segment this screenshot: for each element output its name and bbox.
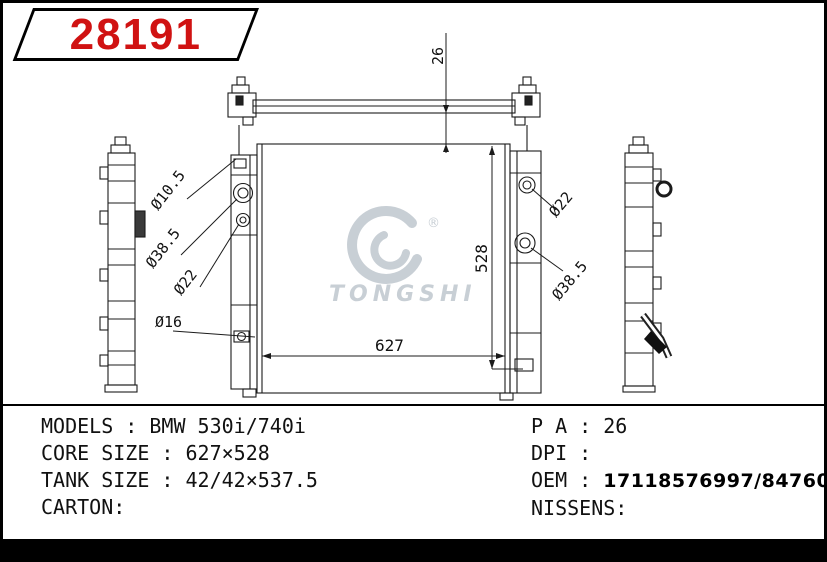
spec-oem-label: OEM : <box>531 468 604 492</box>
part-number-banner: 28191 <box>12 8 259 61</box>
dimension-lines <box>262 33 523 370</box>
spec-core-size-label: CORE SIZE : <box>41 441 186 465</box>
spec-core-size-value: 627×528 <box>185 441 270 465</box>
callout-d38-5-right-label: Ø38.5 <box>548 257 591 303</box>
spec-column-left: MODELS : BMW 530i/740i CORE SIZE : 627×5… <box>41 413 318 521</box>
spec-models-value: BMW 530i/740i <box>149 414 306 438</box>
spec-core-size: CORE SIZE : 627×528 <box>41 440 318 467</box>
registered-mark: ® <box>427 216 440 231</box>
radiator-technical-drawing: ® TONGSHI <box>99 33 673 401</box>
spec-tank-size: TANK SIZE : 42/42×537.5 <box>41 467 318 494</box>
callout-leaders <box>172 158 564 338</box>
callout-d38-5-left-label: Ø38.5 <box>142 225 184 272</box>
dim-gap-label: 26 <box>429 47 447 65</box>
spec-oem: OEM : 17118576997/8476010 <box>531 467 824 495</box>
spec-carton: CARTON: <box>41 494 318 521</box>
spec-pa-value: 26 <box>603 414 628 438</box>
callout-d10-5-label: Ø10.5 <box>147 167 189 214</box>
bottom-bar <box>3 539 824 559</box>
spec-carton-label: CARTON: <box>41 495 126 519</box>
spec-divider-line <box>3 404 824 406</box>
spec-nissens-label: NISSENS: <box>531 496 628 520</box>
spec-nissens: NISSENS: <box>531 495 824 522</box>
spec-dpi-label: DPI : <box>531 441 604 465</box>
spec-pa: P A : 26 <box>531 413 824 440</box>
dim-height-label: 528 <box>472 244 491 273</box>
outlet-pipe <box>640 312 673 359</box>
part-number: 28191 <box>69 9 202 59</box>
side-view-left <box>99 136 146 393</box>
side-view-right <box>622 136 673 393</box>
tongshi-watermark: ® TONGSHI <box>329 205 477 307</box>
spec-tank-size-label: TANK SIZE : <box>41 468 186 492</box>
cross-member-bar <box>227 76 541 155</box>
spec-pa-label: P A : <box>531 414 604 438</box>
spec-tank-size-value: 42/42×537.5 <box>185 468 318 492</box>
watermark-brand-text: TONGSHI <box>329 282 477 307</box>
callout-d16-label: Ø16 <box>155 313 182 331</box>
watermark-swoosh-inner-icon <box>370 231 410 270</box>
callout-d22-left-label: Ø22 <box>170 266 201 298</box>
spec-dpi: DPI : <box>531 440 824 467</box>
dim-width-label: 627 <box>375 336 404 355</box>
spec-column-right: P A : 26 DPI : OEM : 17118576997/8476010… <box>531 413 824 522</box>
radiator-front-view <box>230 143 542 401</box>
spec-oem-value: 17118576997/8476010 <box>603 470 824 492</box>
spec-models: MODELS : BMW 530i/740i <box>41 413 318 440</box>
callout-d22-right-label: Ø22 <box>545 188 576 220</box>
spec-models-label: MODELS : <box>41 414 150 438</box>
watermark-swoosh-icon <box>347 205 422 284</box>
